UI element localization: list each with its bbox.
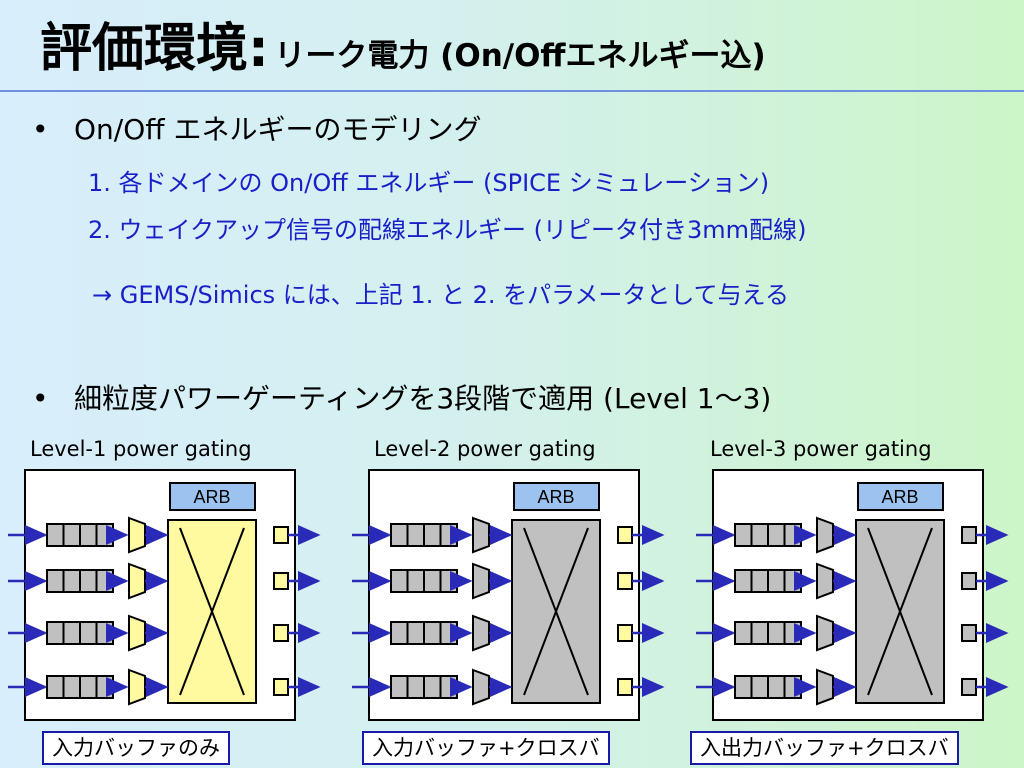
bullet-item: • On/Off エネルギーのモデリング	[32, 108, 481, 148]
title-sub: リーク電力 (On/Offエネルギー込)	[274, 38, 766, 74]
mux	[816, 614, 834, 652]
crossbar-line	[179, 527, 245, 696]
mux	[128, 668, 146, 706]
crossbar-line	[523, 527, 589, 696]
output-buffer	[273, 526, 289, 544]
mux	[128, 614, 146, 652]
output-buffer	[617, 526, 633, 544]
caption-level2: 入力バッファ+クロスバ	[362, 731, 610, 765]
title-main: 評価環境:	[40, 19, 269, 79]
mux	[816, 562, 834, 600]
panel-label-level3: Level-3 power gating	[710, 437, 932, 461]
sub-item: 2. ウェイクアップ信号の配線エネルギー (リピータ付き3mm配線)	[88, 216, 807, 244]
note-line: → GEMS/Simics には、上記 1. と 2. をパラメータとして与える	[92, 281, 789, 309]
mux	[816, 516, 834, 554]
bullet-dot: •	[32, 382, 49, 415]
mux	[472, 614, 490, 652]
output-buffer	[273, 624, 289, 642]
arb-box	[169, 482, 256, 511]
output-buffer	[961, 624, 977, 642]
caption-level3: 入出力バッファ+クロスバ	[690, 731, 959, 765]
arb-box	[513, 482, 600, 511]
bullet-dot: •	[32, 113, 49, 146]
slide-title: 評価環境: リーク電力 (On/Offエネルギー込)	[40, 6, 766, 81]
output-buffer	[617, 624, 633, 642]
mux	[128, 516, 146, 554]
sub-item: 1. 各ドメインの On/Off エネルギー (SPICE シミュレーション)	[88, 169, 770, 197]
bullet-item: • 細粒度パワーゲーティングを3段階で適用 (Level 1～3)	[32, 377, 771, 417]
mux	[128, 562, 146, 600]
output-buffer	[961, 572, 977, 590]
arb-label: ARB	[881, 487, 918, 507]
output-buffer	[961, 678, 977, 696]
mux	[472, 516, 490, 554]
output-buffer	[617, 678, 633, 696]
output-buffer	[273, 678, 289, 696]
mux	[472, 562, 490, 600]
mux	[816, 668, 834, 706]
output-buffer	[273, 572, 289, 590]
arb-label: ARB	[537, 487, 574, 507]
arb-label: ARB	[193, 487, 230, 507]
output-buffer	[617, 572, 633, 590]
caption-level1: 入力バッファのみ	[42, 731, 230, 765]
crossbar-line	[867, 527, 933, 696]
bullet-text: On/Off エネルギーのモデリング	[74, 113, 482, 146]
bullet-text: 細粒度パワーゲーティングを3段階で適用 (Level 1～3)	[74, 382, 772, 415]
arb-box	[857, 482, 944, 511]
panel-label-level2: Level-2 power gating	[374, 437, 596, 461]
panel-label-level1: Level-1 power gating	[30, 437, 252, 461]
title-divider	[0, 90, 1024, 92]
output-buffer	[961, 526, 977, 544]
mux	[472, 668, 490, 706]
